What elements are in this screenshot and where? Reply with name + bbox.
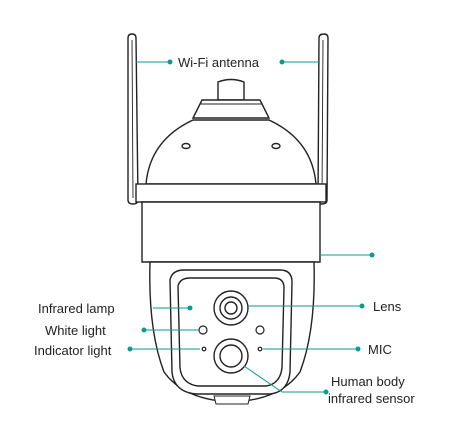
camera-head	[149, 261, 315, 405]
label-indicator-light: Indicator light	[34, 343, 112, 358]
top-mount	[191, 78, 271, 119]
dome-top	[145, 119, 317, 185]
white-light-right	[255, 325, 265, 335]
antenna-right	[317, 33, 329, 205]
led-dots	[198, 325, 265, 352]
label-mic: MIC	[368, 342, 392, 357]
body-band	[135, 183, 327, 263]
pir-sensor	[213, 338, 249, 374]
label-human-body-line1: Human body	[331, 374, 405, 389]
label-white-light: White light	[45, 323, 106, 338]
antenna-left	[127, 33, 139, 205]
indicator-dot	[201, 346, 207, 352]
lens-element	[213, 290, 249, 326]
leader-lines	[127, 59, 375, 395]
label-infrared-lamp: Infrared lamp	[38, 301, 115, 316]
label-human-body-line2: infrared sensor	[328, 391, 415, 406]
white-light-left	[198, 325, 208, 335]
label-lens: Lens	[373, 299, 402, 314]
label-wifi-antenna: Wi-Fi antenna	[178, 55, 260, 70]
mic-dot	[257, 346, 263, 352]
